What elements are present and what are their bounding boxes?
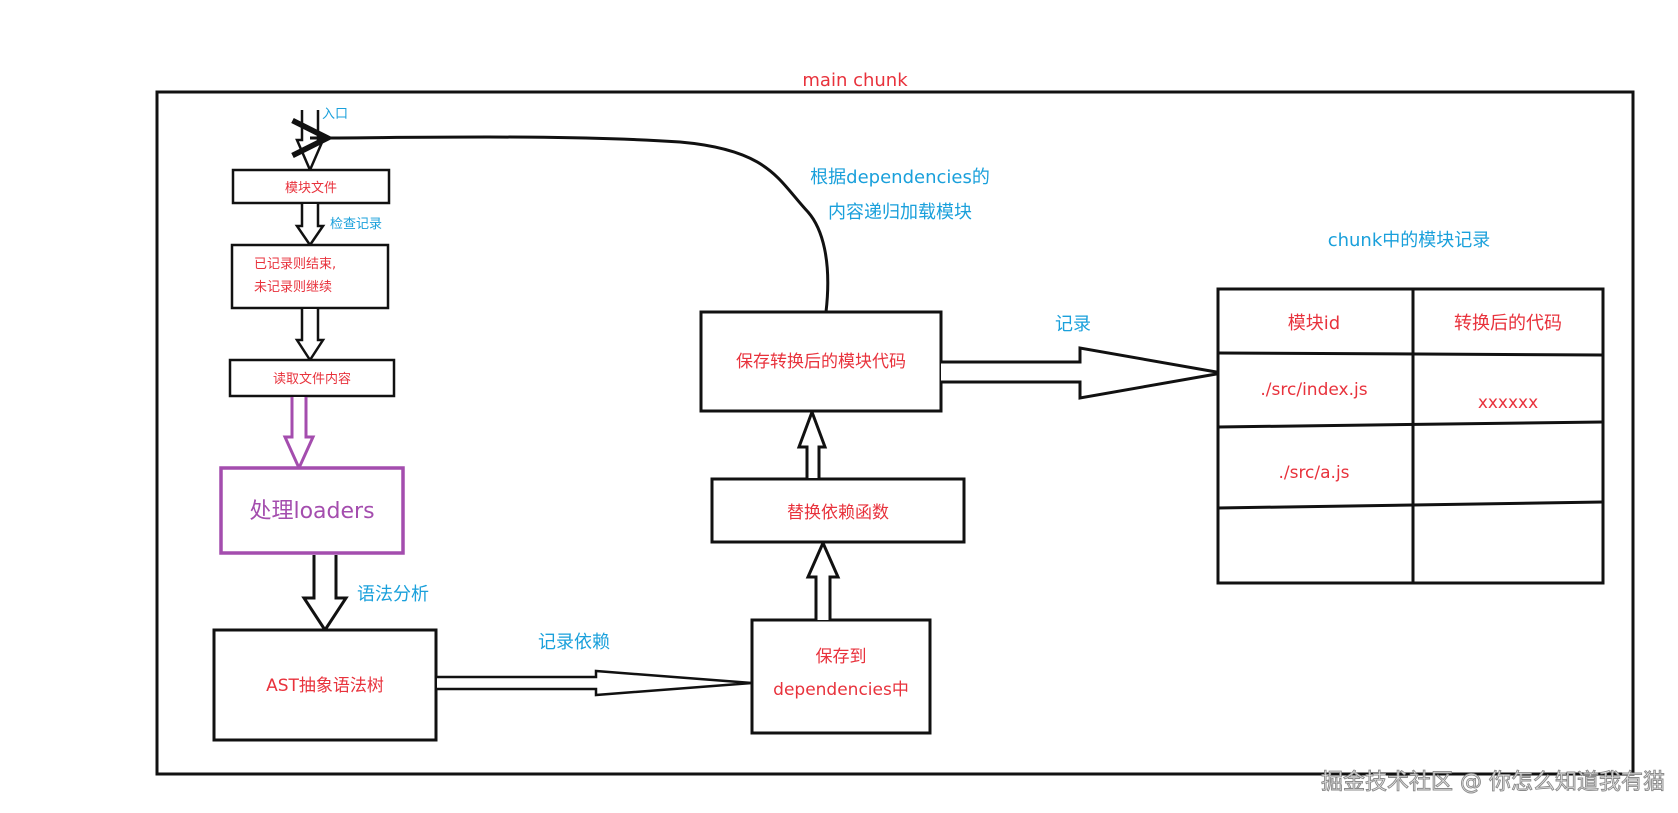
table-header-cell: 转换后的代码 <box>1454 313 1562 334</box>
save-code-text: 保存转换后的模块代码 <box>736 352 906 372</box>
table-cell: ./src/index.js <box>1260 380 1367 400</box>
ast-node <box>212 628 438 742</box>
module-record-table: 模块id 转换后的代码 ./src/index.js xxxxxx ./src/… <box>1216 287 1605 585</box>
syntax-analysis-label: 语法分析 <box>357 584 429 605</box>
replace-fn-arrow <box>805 539 841 620</box>
check-record-arrow <box>294 204 326 248</box>
save-deps-line2: dependencies中 <box>773 680 909 700</box>
ast-text: AST抽象语法树 <box>266 676 384 696</box>
check-record-label: 检查记录 <box>330 217 382 232</box>
loaders-node <box>219 466 405 555</box>
record-deps-arrow <box>437 669 753 697</box>
loaders-arrow <box>282 397 316 472</box>
module-file-node <box>231 168 391 205</box>
replace-fn-text: 替换依赖函数 <box>787 503 889 523</box>
table-row-divider <box>1217 351 1604 357</box>
recursive-load-curve <box>310 137 830 313</box>
table-row-divider <box>1217 500 1604 510</box>
recursive-label-line1: 根据dependencies的 <box>810 167 990 188</box>
recorded-check-line1: 已记录则结束, <box>254 257 336 272</box>
main-chunk-title: main chunk <box>802 70 908 91</box>
loaders-text: 处理loaders <box>249 499 374 524</box>
read-file-arrow <box>294 309 326 363</box>
entry-arrow <box>295 110 325 174</box>
record-deps-label: 记录依赖 <box>538 632 610 653</box>
syntax-analysis-arrow <box>301 555 349 633</box>
record-label: 记录 <box>1055 314 1091 335</box>
save-deps-node <box>750 618 932 735</box>
read-file-text: 读取文件内容 <box>273 371 351 387</box>
main-chunk-frame <box>155 90 1635 776</box>
entry-label: 入口 <box>322 107 348 122</box>
table-title: chunk中的模块记录 <box>1328 230 1491 251</box>
table-row-divider <box>1217 420 1604 429</box>
read-file-node <box>228 358 396 398</box>
table-cell: ./src/a.js <box>1278 463 1349 483</box>
replace-fn-node <box>710 477 966 544</box>
table-cell: xxxxxx <box>1478 393 1538 413</box>
module-file-text: 模块文件 <box>285 181 337 196</box>
record-arrow <box>941 346 1223 400</box>
recorded-check-line2: 未记录则继续 <box>254 280 332 295</box>
save-code-arrow <box>796 407 828 478</box>
recorded-check-node <box>230 243 390 310</box>
table-border <box>1216 287 1605 585</box>
recursive-label-line2: 内容递归加载模块 <box>828 202 972 223</box>
table-header-cell: 模块id <box>1288 313 1340 334</box>
watermark: 掘金技术社区 @ 你怎么知道我有猫 <box>1321 770 1665 795</box>
save-deps-line1: 保存到 <box>816 647 867 667</box>
save-code-node <box>699 310 943 413</box>
